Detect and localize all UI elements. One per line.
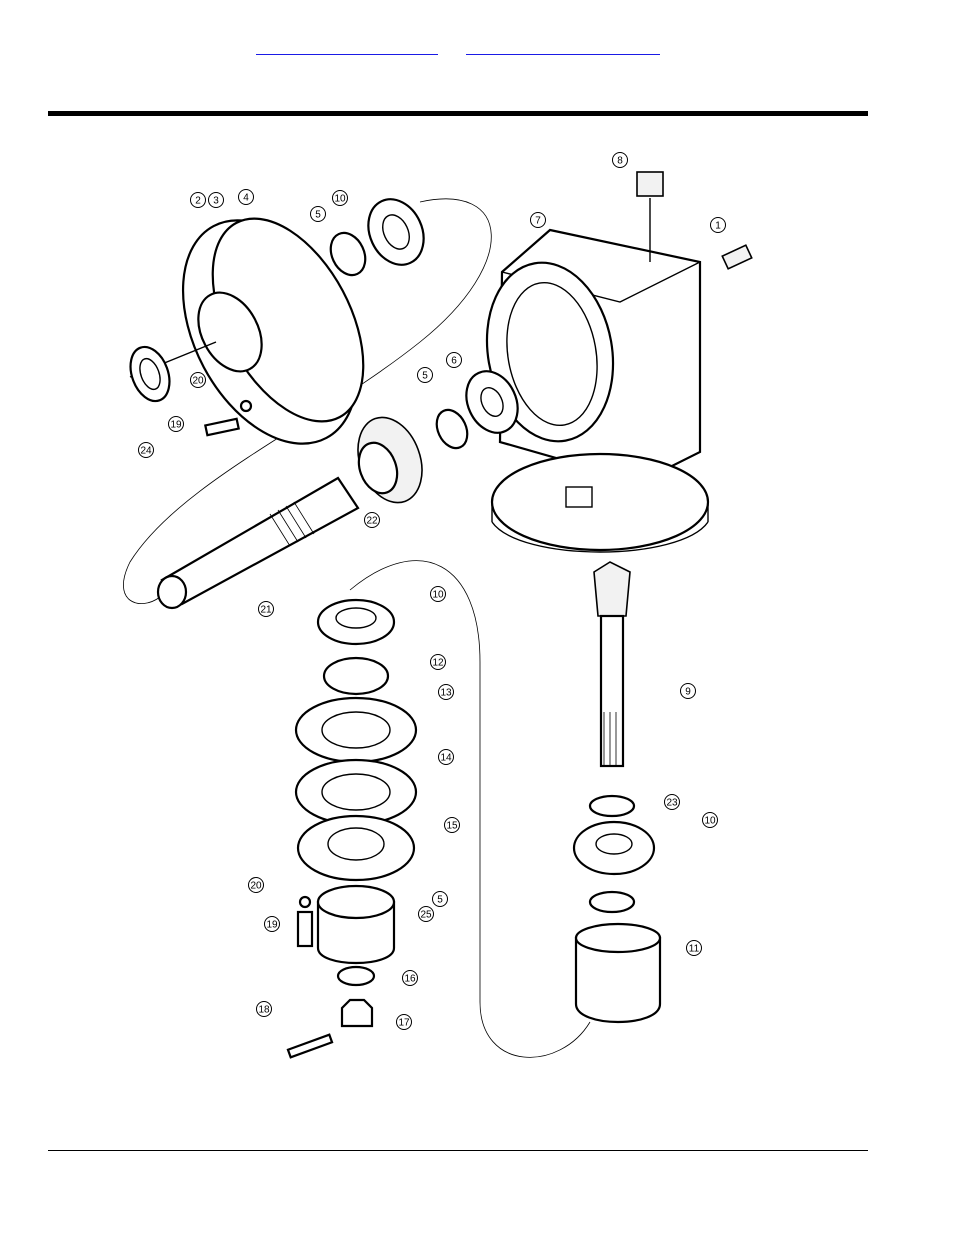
callout-number: 1 [715, 221, 721, 232]
seal-ring [124, 342, 177, 407]
callout-number: 6 [451, 356, 457, 367]
lock-washer [300, 897, 310, 907]
bevel-gear [347, 408, 433, 511]
housing-cover [130, 191, 394, 473]
spacer-ring [324, 658, 388, 694]
callout-number: 9 [685, 687, 691, 698]
callout-number: 17 [398, 1018, 410, 1029]
gasket [296, 698, 416, 762]
callout-number: 7 [535, 216, 541, 227]
callout-number: 13 [440, 688, 452, 699]
snap-ring [431, 405, 473, 453]
callout-number: 19 [170, 420, 182, 431]
callout-number: 2 [195, 196, 201, 207]
gasket [296, 760, 416, 824]
callout-number: 4 [243, 193, 249, 204]
snap-ring [590, 796, 634, 816]
callout-number: 23 [666, 798, 678, 809]
callout-number: 19 [266, 920, 278, 931]
callout-number: 3 [213, 196, 219, 207]
washer [338, 967, 374, 985]
bearing-retainer [298, 816, 414, 880]
callout-number: 18 [258, 1005, 270, 1016]
bearing [318, 600, 394, 644]
callout-number: 21 [260, 605, 272, 616]
breather-plug [637, 172, 663, 196]
callout-number: 12 [432, 658, 444, 669]
footer-rule [48, 1150, 868, 1151]
callout-number: 5 [437, 895, 443, 906]
callout-number: 10 [432, 590, 444, 601]
castle-nut [342, 1000, 372, 1026]
pinion-shaft [594, 562, 630, 766]
bearing [358, 190, 434, 274]
grease-fitting [722, 245, 751, 269]
callout-number: 10 [334, 194, 346, 205]
callout-number: 20 [192, 376, 204, 387]
cotter-pin [288, 1035, 332, 1058]
callout-number: 5 [315, 210, 321, 221]
lock-washer [241, 401, 251, 411]
callout-number: 16 [404, 974, 416, 985]
snap-ring [590, 892, 634, 912]
bearing [574, 822, 654, 874]
bolt [298, 912, 312, 946]
callout-number: 11 [689, 944, 700, 955]
callout-number: 15 [446, 821, 458, 832]
callout-number: 25 [420, 910, 432, 921]
callout-number: 10 [704, 816, 716, 827]
callout-number: 20 [250, 881, 262, 892]
input-shaft [158, 478, 358, 608]
header-link-right[interactable] [466, 38, 660, 55]
header-rule [48, 111, 868, 116]
callout-number: 22 [366, 516, 378, 527]
header-link-left[interactable] [256, 38, 438, 55]
callout-number: 14 [440, 753, 452, 764]
bolt [205, 419, 238, 435]
callout-number: 24 [140, 446, 152, 457]
callout-number: 8 [617, 156, 623, 167]
callout-number: 5 [422, 371, 428, 382]
